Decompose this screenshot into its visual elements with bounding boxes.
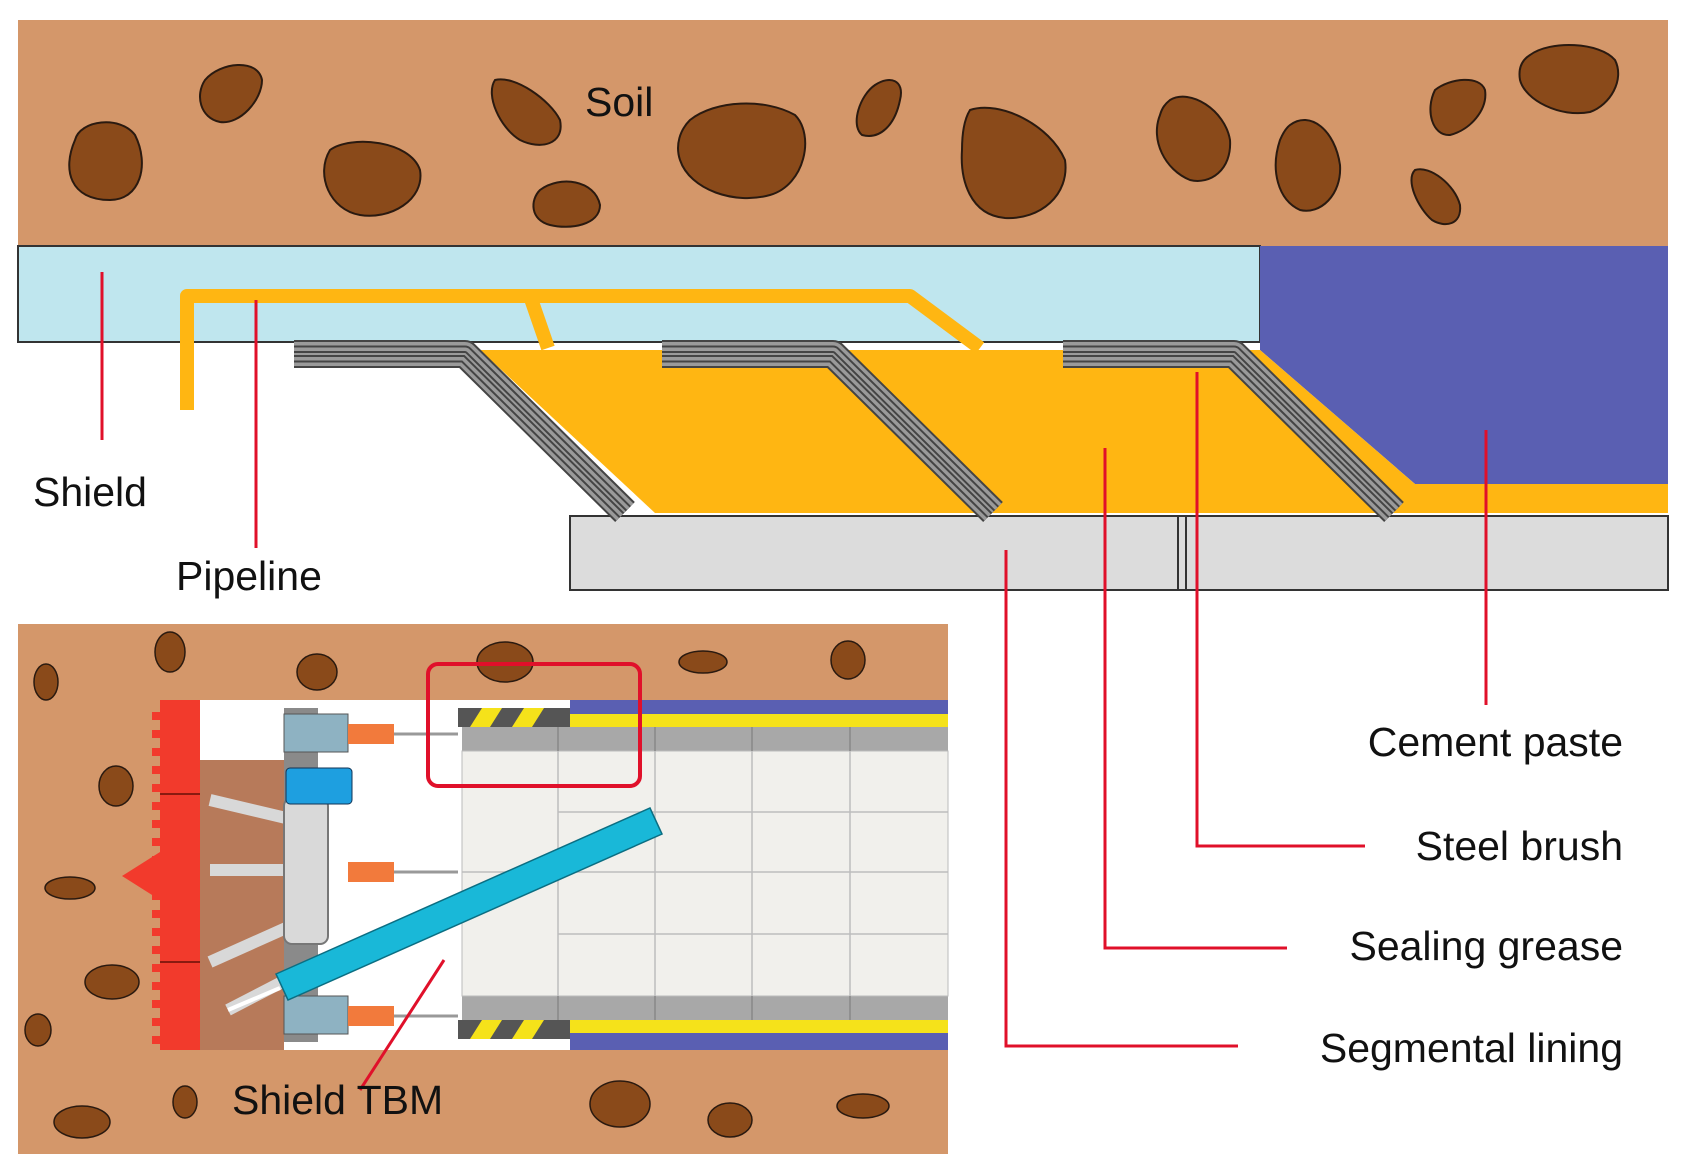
- rock: [84, 964, 140, 1000]
- rock: [707, 1102, 753, 1138]
- top-cement-band: [570, 700, 948, 714]
- cement-paste-region: [1260, 246, 1668, 484]
- cutter-tip: [122, 852, 160, 900]
- rock: [960, 106, 1067, 220]
- bottom-cement-band: [570, 1033, 948, 1050]
- lining-segment: [569, 515, 1179, 591]
- steel-brush-label: Steel brush: [1416, 823, 1623, 869]
- tail-seal-top: [458, 708, 570, 727]
- soil-layer: [18, 20, 1668, 246]
- rock: [1518, 44, 1620, 115]
- segmental-lining: [569, 515, 1669, 591]
- soil-label: Soil: [585, 79, 653, 125]
- rock: [490, 78, 562, 146]
- top-lining-band: [462, 727, 948, 751]
- rock: [1274, 119, 1342, 212]
- rock: [1410, 168, 1462, 226]
- leader-segmental-lining: [1004, 550, 1238, 1048]
- rock: [1155, 95, 1232, 182]
- rock: [1429, 78, 1487, 137]
- leader-steel-brush: [1195, 372, 1365, 848]
- lining-segment: [1177, 515, 1669, 591]
- tail-seal-bottom: [458, 1020, 570, 1039]
- rock: [532, 180, 602, 228]
- rock: [44, 876, 96, 900]
- soil-band: [18, 20, 1668, 246]
- rock: [98, 765, 134, 807]
- rock: [53, 1105, 111, 1139]
- steel-brush: [662, 340, 1003, 522]
- inset-rocks: [24, 631, 890, 1139]
- leader-lines: [100, 272, 1488, 1048]
- rock: [678, 650, 728, 674]
- bottom-lining-band: [462, 996, 948, 1020]
- screw-conveyor: [275, 807, 663, 1001]
- top-grease-band: [570, 714, 948, 727]
- steel-brush: [294, 340, 635, 522]
- rock: [296, 653, 338, 691]
- cutterhead: [122, 700, 200, 1050]
- leader-sealing-grease: [1103, 448, 1287, 950]
- steel-brush: [1063, 340, 1404, 522]
- rock: [172, 1085, 198, 1119]
- sealing-grease-label: Sealing grease: [1349, 923, 1623, 969]
- rock: [68, 121, 143, 202]
- pipeline-label: Pipeline: [176, 553, 322, 599]
- leader-shield-tbm: [358, 959, 446, 1091]
- bottom-grease-band: [570, 1020, 948, 1033]
- conveyor-shaft: [227, 986, 281, 1012]
- cutter-disc: [160, 700, 200, 1050]
- shield-label: Shield: [33, 469, 147, 515]
- lining-joints: [557, 727, 851, 1020]
- steel-brush-group: [294, 340, 1404, 522]
- rock: [323, 140, 422, 217]
- segmental-lining-label: Segmental lining: [1320, 1025, 1623, 1071]
- main-bearing: [283, 797, 329, 945]
- seal-highlight-box: [426, 662, 642, 788]
- pipeline: [180, 289, 985, 410]
- rock: [589, 1080, 651, 1128]
- rock: [830, 640, 866, 680]
- rock: [855, 79, 902, 137]
- rock: [199, 64, 264, 124]
- conveyor-motor: [285, 767, 353, 805]
- rock: [677, 102, 807, 200]
- rock: [24, 1013, 52, 1047]
- rock: [836, 1093, 890, 1119]
- rock: [154, 631, 186, 673]
- soil-rocks: [68, 44, 1620, 228]
- rock: [33, 663, 59, 701]
- tbm-inset: Shield TBM: [18, 624, 949, 1154]
- shield-tbm-label: Shield TBM: [232, 1077, 443, 1123]
- cement-paste-label: Cement paste: [1368, 719, 1623, 765]
